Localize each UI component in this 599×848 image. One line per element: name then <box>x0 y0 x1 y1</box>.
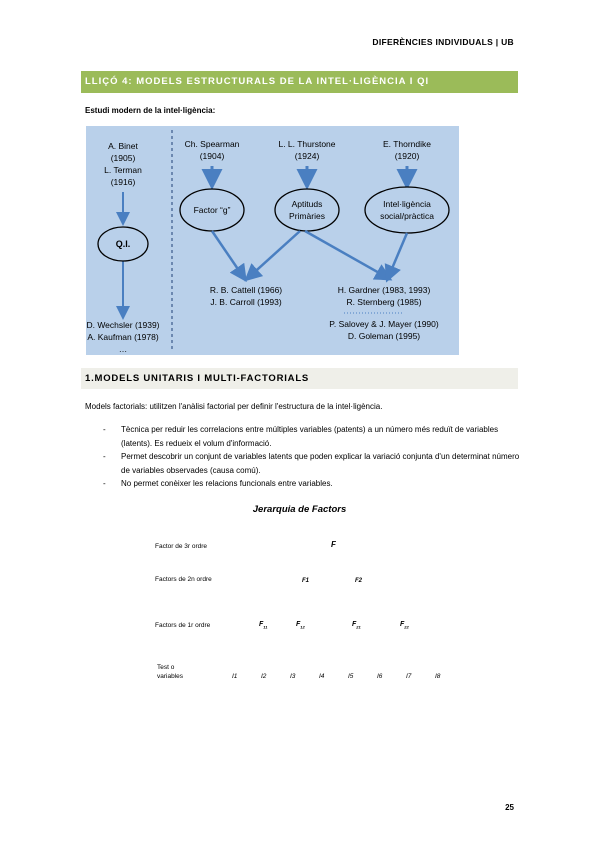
aptituds-label: Aptituds Primàries <box>277 198 337 222</box>
factor-2nd-order: F1 <box>302 578 310 584</box>
bullet-dash: - <box>103 452 106 461</box>
aptituds-line2: Primàries <box>289 211 325 221</box>
level3-label: Factor de 3r ordre <box>155 543 208 550</box>
factor-1st-order: F22 <box>400 621 409 629</box>
factor-g-label: Factor “g” <box>193 205 231 215</box>
list-item: - No permet conèixer les relacions funci… <box>103 477 523 491</box>
bullet-dash: - <box>103 425 106 434</box>
cattell-carroll-block: R. B. Cattell (1966) J. B. Carroll (1993… <box>191 284 301 308</box>
spearman-name: Ch. Spearman <box>184 139 240 149</box>
factor-base: F <box>400 621 405 628</box>
kaufman: A. Kaufman (1978) <box>87 332 159 342</box>
aptituds-line1: Aptituds <box>291 199 323 209</box>
wechsler: D. Wechsler (1939) <box>86 320 160 330</box>
variable-label: I5 <box>348 673 354 680</box>
factor-2nd-order: F2 <box>355 578 363 584</box>
sternberg: R. Sternberg (1985) <box>346 297 422 307</box>
salovey-mayer: P. Salovey & J. Mayer (1990) <box>329 319 439 329</box>
factor-base: F <box>352 621 357 628</box>
lesson-title-bar: LLIÇÓ 4: MODELS ESTRUCTURALS DE LA INTEL… <box>81 71 518 93</box>
level2-label: Factors de 2n ordre <box>155 576 212 583</box>
variable-label: I1 <box>232 673 238 680</box>
arrow-g-cattell <box>210 230 247 283</box>
variable-label: I6 <box>377 673 383 680</box>
variable-label: I3 <box>290 673 296 680</box>
factor-sub: 22 <box>404 624 409 630</box>
wechsler-kaufman-block: D. Wechsler (1939) A. Kaufman (1978) … <box>82 319 164 355</box>
page-number: 25 <box>505 803 514 812</box>
thorndike-year: (1920) <box>394 151 420 161</box>
social-line1: Intel·ligència <box>383 199 431 209</box>
variable-label: I2 <box>261 673 267 680</box>
intelligence-history-diagram: A. Binet (1905) L. Terman (1916) Q.I. D.… <box>86 126 459 355</box>
list-item: - Permet descobrir un conjunt de variabl… <box>103 450 523 477</box>
thurstone-block: L. L. Thurstone (1924) <box>267 138 347 162</box>
gardner-sternberg-block: H. Gardner (1983, 1993) R. Sternberg (19… <box>319 284 449 308</box>
factor-sub: 11 <box>263 624 268 630</box>
binet-name: A. Binet <box>108 141 138 151</box>
level1-label: Factors de 1r ordre <box>155 622 211 629</box>
variable-label: I7 <box>406 673 412 680</box>
terman-year: (1916) <box>110 177 136 187</box>
binet-terman-block: A. Binet (1905) L. Terman (1916) <box>98 140 148 188</box>
terman-name: L. Terman <box>104 165 142 175</box>
thorndike-name: E. Thorndike <box>382 139 432 149</box>
social-line2: social/pràctica <box>380 211 434 221</box>
arrow-aptituds-gardner <box>304 229 393 281</box>
goleman: D. Goleman (1995) <box>347 331 421 341</box>
list-item: - Tècnica per reduir les correlacions en… <box>103 423 523 450</box>
salovey-goleman-block: P. Salovey & J. Mayer (1990) D. Goleman … <box>309 318 459 342</box>
binet-year: (1905) <box>110 153 136 163</box>
factor-base: F <box>259 621 264 628</box>
carroll: J. B. Carroll (1993) <box>210 297 282 307</box>
bullet-dash: - <box>103 479 106 488</box>
arrow-aptituds-cattell <box>244 230 301 282</box>
intro-heading: Estudi modern de la intel·ligència: <box>85 106 216 115</box>
thurstone-year: (1924) <box>294 151 320 161</box>
variable-label: I4 <box>319 673 325 680</box>
factor-sub: 21 <box>356 624 361 630</box>
test-label-line2: variables <box>157 673 184 680</box>
spearman-block: Ch. Spearman (1904) <box>177 138 247 162</box>
factor-base: F <box>296 621 301 628</box>
section-title-bar: 1.MODELS UNITARIS I MULTI-FACTORIALS <box>81 368 518 389</box>
thorndike-block: E. Thorndike (1920) <box>372 138 442 162</box>
bullet-list: - Tècnica per reduir les correlacions en… <box>103 423 523 491</box>
gardner: H. Gardner (1983, 1993) <box>337 285 431 295</box>
qi-label: Q.I. <box>115 239 131 249</box>
factor-1st-order: F21 <box>352 621 361 629</box>
models-paragraph: Models factorials: utilitzen l'anàlisi f… <box>85 402 383 411</box>
qi-ellipse <box>97 226 149 262</box>
factor-1st-order: F11 <box>259 621 267 629</box>
factor-1st-order: F12 <box>296 621 305 629</box>
factor-sub: 12 <box>300 624 305 630</box>
variable-label: I8 <box>435 673 441 680</box>
bullet-text: Permet descobrir un conjunt de variables… <box>121 452 520 475</box>
ellipsis: … <box>118 344 128 354</box>
factor-3rd-order: F <box>331 540 336 549</box>
spearman-year: (1904) <box>199 151 225 161</box>
diagram-lines <box>97 130 450 352</box>
bullet-text: Tècnica per reduir les correlacions entr… <box>121 425 499 448</box>
cattell: R. B. Cattell (1966) <box>209 285 283 295</box>
bullet-text: No permet conèixer les relacions funcion… <box>121 479 333 488</box>
hierarchy-title: Jerarquia de Factors <box>252 504 347 515</box>
arrow-social-gardner <box>384 232 409 283</box>
social-label: Intel·ligència social/pràctica <box>367 198 447 222</box>
thurstone-name: L. L. Thurstone <box>278 139 336 149</box>
test-label-line1: Test o <box>157 664 175 671</box>
running-header: DIFERÈNCIES INDIVIDUALS | UB <box>372 37 514 47</box>
